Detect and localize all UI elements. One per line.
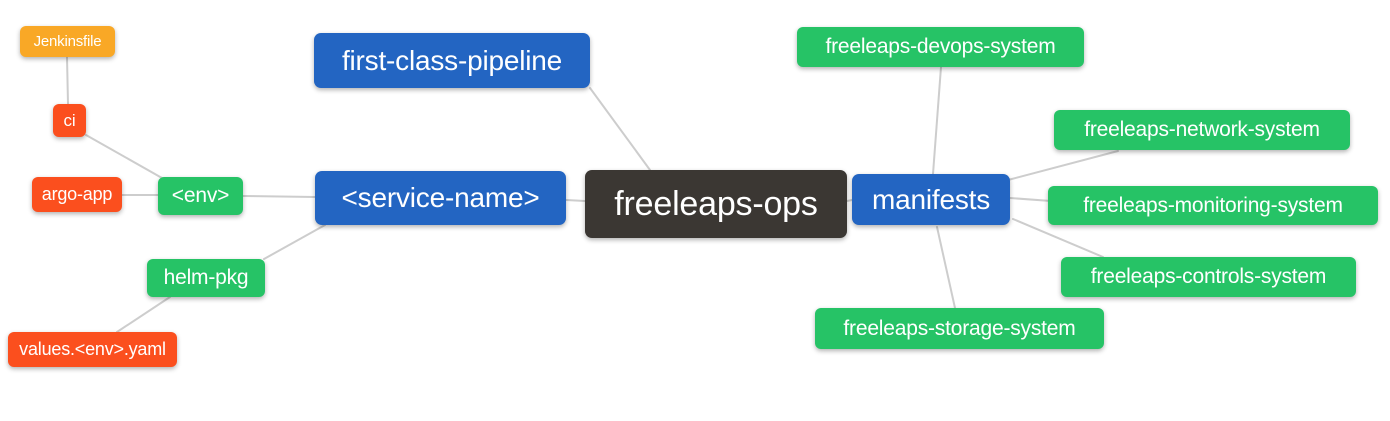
edge-service-name-to-freeleaps-ops (565, 199, 586, 202)
node-ci[interactable]: ci (53, 104, 86, 137)
node-freeleaps-controls-system[interactable]: freeleaps-controls-system (1061, 257, 1356, 297)
edge-env-to-service-name (242, 195, 316, 198)
edge-values-env-yaml-to-helm-pkg (116, 296, 171, 333)
edge-first-class-pipeline-to-freeleaps-ops (589, 87, 651, 171)
node-helm-pkg[interactable]: helm-pkg (147, 259, 265, 297)
edge-manifests-to-freeleaps-network-system (1007, 150, 1119, 181)
node-freeleaps-ops[interactable]: freeleaps-ops (585, 170, 847, 238)
node-jenkinsfile[interactable]: Jenkinsfile (20, 26, 115, 57)
node-freeleaps-storage-system[interactable]: freeleaps-storage-system (815, 308, 1104, 349)
node-freeleaps-monitoring-system[interactable]: freeleaps-monitoring-system (1048, 186, 1378, 225)
edge-manifests-to-freeleaps-controls-system (1012, 218, 1104, 258)
edge-ci-to-env (85, 134, 163, 179)
node-env[interactable]: <env> (158, 177, 243, 215)
edge-manifests-to-freeleaps-devops-system (932, 66, 942, 175)
edge-manifests-to-freeleaps-monitoring-system (1009, 197, 1052, 202)
node-first-class-pipeline[interactable]: first-class-pipeline (314, 33, 590, 88)
node-service-name[interactable]: <service-name> (315, 171, 566, 225)
edge-helm-pkg-to-service-name (263, 224, 326, 260)
edge-jenkinsfile-to-ci (66, 56, 69, 105)
node-freeleaps-network-system[interactable]: freeleaps-network-system (1054, 110, 1350, 150)
node-argo-app[interactable]: argo-app (32, 177, 122, 212)
node-freeleaps-devops-system[interactable]: freeleaps-devops-system (797, 27, 1084, 67)
node-manifests[interactable]: manifests (852, 174, 1010, 225)
node-values-env-yaml[interactable]: values.<env>.yaml (8, 332, 177, 367)
edge-manifests-to-freeleaps-storage-system (936, 226, 956, 309)
edge-freeleaps-ops-to-manifests (846, 199, 853, 202)
